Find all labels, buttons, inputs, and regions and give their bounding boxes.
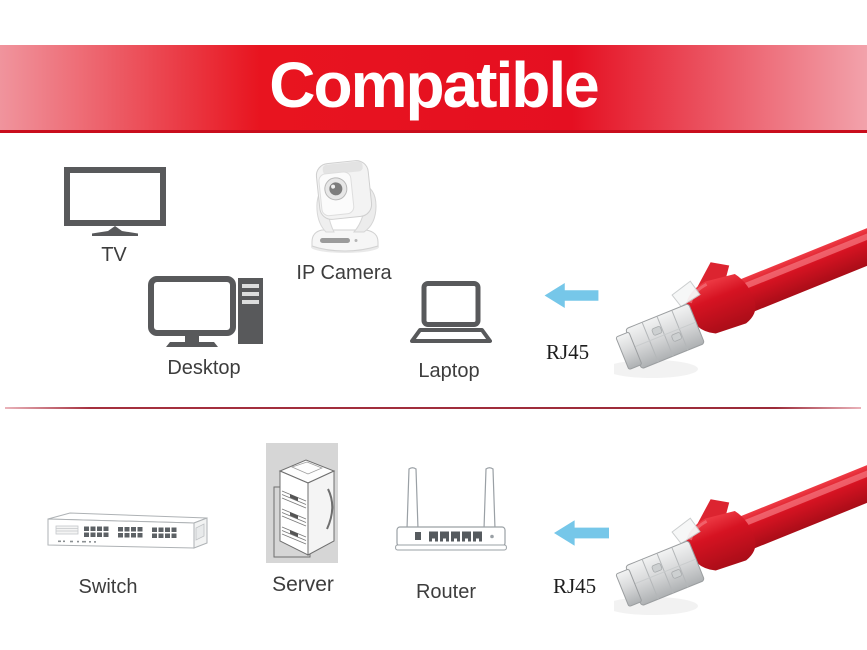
rj45-label-top: RJ45 [546, 340, 590, 364]
router-ports [429, 531, 482, 542]
device-label-tv: TV [101, 244, 127, 266]
red-rj45-patch-cable-bottom [614, 462, 867, 632]
server-icon [266, 443, 338, 563]
section-divider-line [5, 407, 861, 409]
device-label-laptop: Laptop [418, 360, 480, 382]
device-label-desktop: Desktop [167, 357, 241, 379]
device-label-server: Server [272, 573, 334, 596]
banner-title: Compatible [269, 49, 599, 121]
router-icon [395, 467, 507, 551]
device-label-switch: Switch [78, 576, 138, 598]
left-arrow-icon [544, 283, 599, 308]
rj45-label-bottom: RJ45 [553, 574, 597, 598]
switch-icon [47, 512, 208, 549]
laptop-icon [410, 281, 492, 343]
device-label-ip-camera: IP Camera [296, 262, 392, 284]
switch-ports [84, 526, 177, 538]
left-arrow-icon [554, 520, 609, 546]
tv-icon [64, 167, 166, 236]
ip-camera-icon [311, 160, 379, 253]
desktop-icon [148, 276, 263, 347]
device-label-router: Router [415, 581, 477, 603]
red-rj45-patch-cable-top [614, 225, 867, 395]
banner: Compatible [0, 45, 867, 133]
